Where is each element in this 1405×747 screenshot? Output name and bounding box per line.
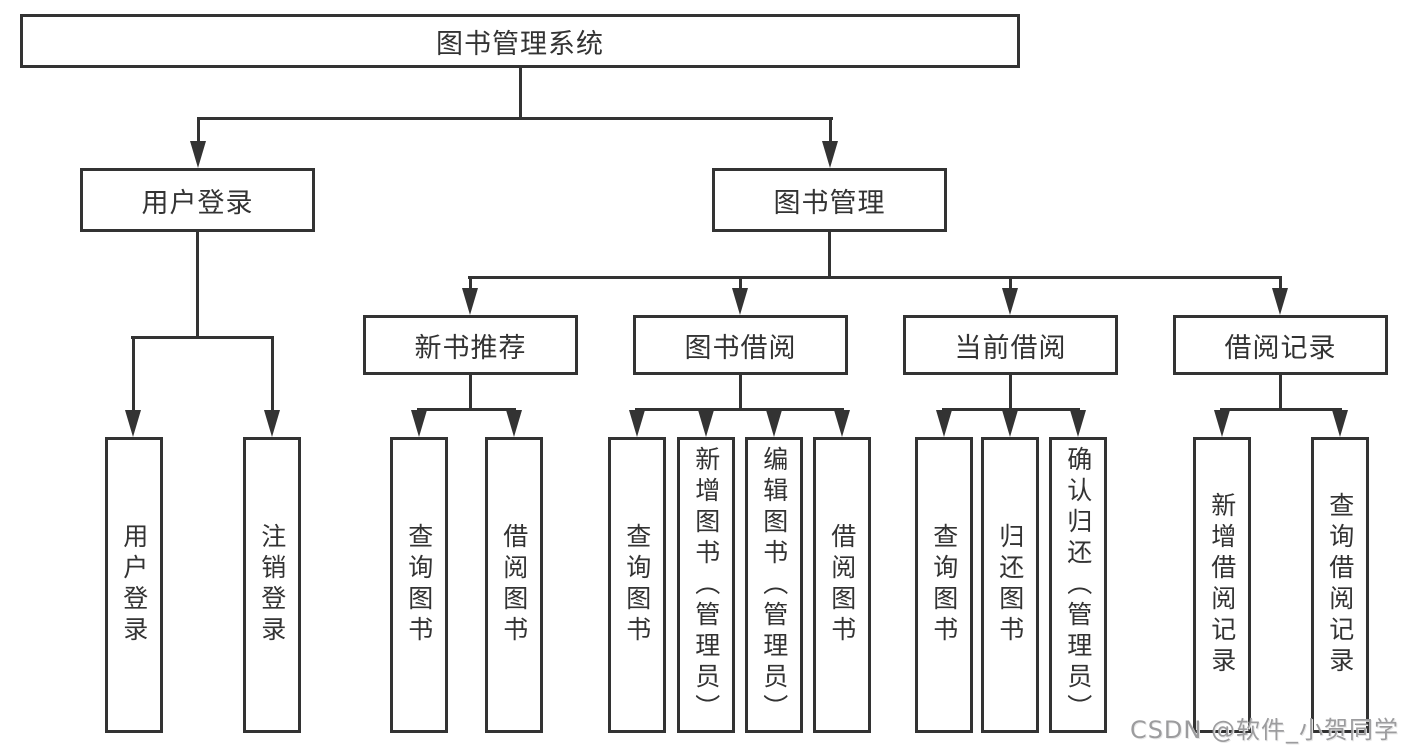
connector-arrow-down [629,408,645,437]
connector-line [1009,375,1012,408]
leaf-user-login-label: 用户登录 [119,523,149,647]
leaf-query-books-recommend: 查询图书 [390,437,448,733]
connector-arrow-down [822,117,838,168]
node-book-borrow-label: 图书借阅 [684,332,797,364]
leaf-borrow-books: 借阅图书 [813,437,871,733]
leaf-query-books-current-label: 查询图书 [929,523,959,647]
leaf-query-books-borrow: 查询图书 [608,437,666,733]
leaf-add-books-admin: 新增图书（管理员） [677,437,735,733]
leaf-query-borrow-record-label: 查询借阅记录 [1325,492,1355,678]
leaf-borrow-books-recommend-label: 借阅图书 [499,523,529,647]
connector-arrow-down [1002,276,1018,315]
leaf-logout: 注销登录 [243,437,301,733]
connector-arrow-down [462,276,478,315]
connector-arrow-down [834,408,850,437]
node-book-management-label: 图书管理 [773,187,886,219]
node-current-borrow-label: 当前借阅 [954,332,1067,364]
connector-line [468,276,1282,279]
connector-arrow-down [766,408,782,437]
node-root-label: 图书管理系统 [436,28,604,60]
connector-line [469,375,472,408]
connector-arrow-down [506,408,522,437]
leaf-query-borrow-record: 查询借阅记录 [1311,437,1369,733]
leaf-confirm-return-admin-label: 确认归还（管理员） [1063,445,1093,725]
connector-arrow-down [1070,408,1086,437]
node-new-book-recommend-label: 新书推荐 [414,332,527,364]
connector-line [1279,375,1282,408]
csdn-watermark: CSDN @软件_小贺同学 [1129,716,1399,744]
connector-line [196,232,199,336]
node-user-login: 用户登录 [80,168,315,232]
connector-arrow-down [190,117,206,168]
node-root: 图书管理系统 [20,14,1020,68]
connector-arrow-down [264,336,280,437]
node-current-borrow: 当前借阅 [903,315,1118,375]
node-borrow-records-label: 借阅记录 [1224,332,1337,364]
connector-line [131,336,274,339]
leaf-return-books-label: 归还图书 [995,523,1025,647]
leaf-edit-books-admin: 编辑图书（管理员） [745,437,803,733]
connector-line [1220,408,1342,411]
leaf-add-borrow-record: 新增借阅记录 [1193,437,1251,733]
connector-line [828,232,831,276]
leaf-edit-books-admin-label: 编辑图书（管理员） [759,445,789,725]
leaf-query-books-current: 查询图书 [915,437,973,733]
connector-arrow-down [1214,408,1230,437]
leaf-query-books-recommend-label: 查询图书 [404,523,434,647]
leaf-borrow-books-label: 借阅图书 [827,523,857,647]
connector-arrow-down [936,408,952,437]
leaf-query-books-borrow-label: 查询图书 [622,523,652,647]
connector-arrow-down [1002,408,1018,437]
connector-arrow-down [125,336,141,437]
leaf-borrow-books-recommend: 借阅图书 [485,437,543,733]
node-borrow-records: 借阅记录 [1173,315,1388,375]
node-new-book-recommend: 新书推荐 [363,315,578,375]
connector-line [635,408,844,411]
leaf-user-login: 用户登录 [105,437,163,733]
leaf-add-borrow-record-label: 新增借阅记录 [1207,492,1237,678]
node-book-management: 图书管理 [712,168,947,232]
node-user-login-label: 用户登录 [141,187,254,219]
connector-line [739,375,742,408]
node-book-borrow: 图书借阅 [633,315,848,375]
connector-line [417,408,516,411]
leaf-return-books: 归还图书 [981,437,1039,733]
connector-arrow-down [1332,408,1348,437]
connector-arrow-down [698,408,714,437]
leaf-add-books-admin-label: 新增图书（管理员） [691,445,721,725]
connector-arrow-down [411,408,427,437]
connector-arrow-down [1272,276,1288,315]
connector-line [197,117,833,120]
leaf-confirm-return-admin: 确认归还（管理员） [1049,437,1107,733]
leaf-logout-label: 注销登录 [257,523,287,647]
connector-arrow-down [732,276,748,315]
connector-line [519,68,522,117]
